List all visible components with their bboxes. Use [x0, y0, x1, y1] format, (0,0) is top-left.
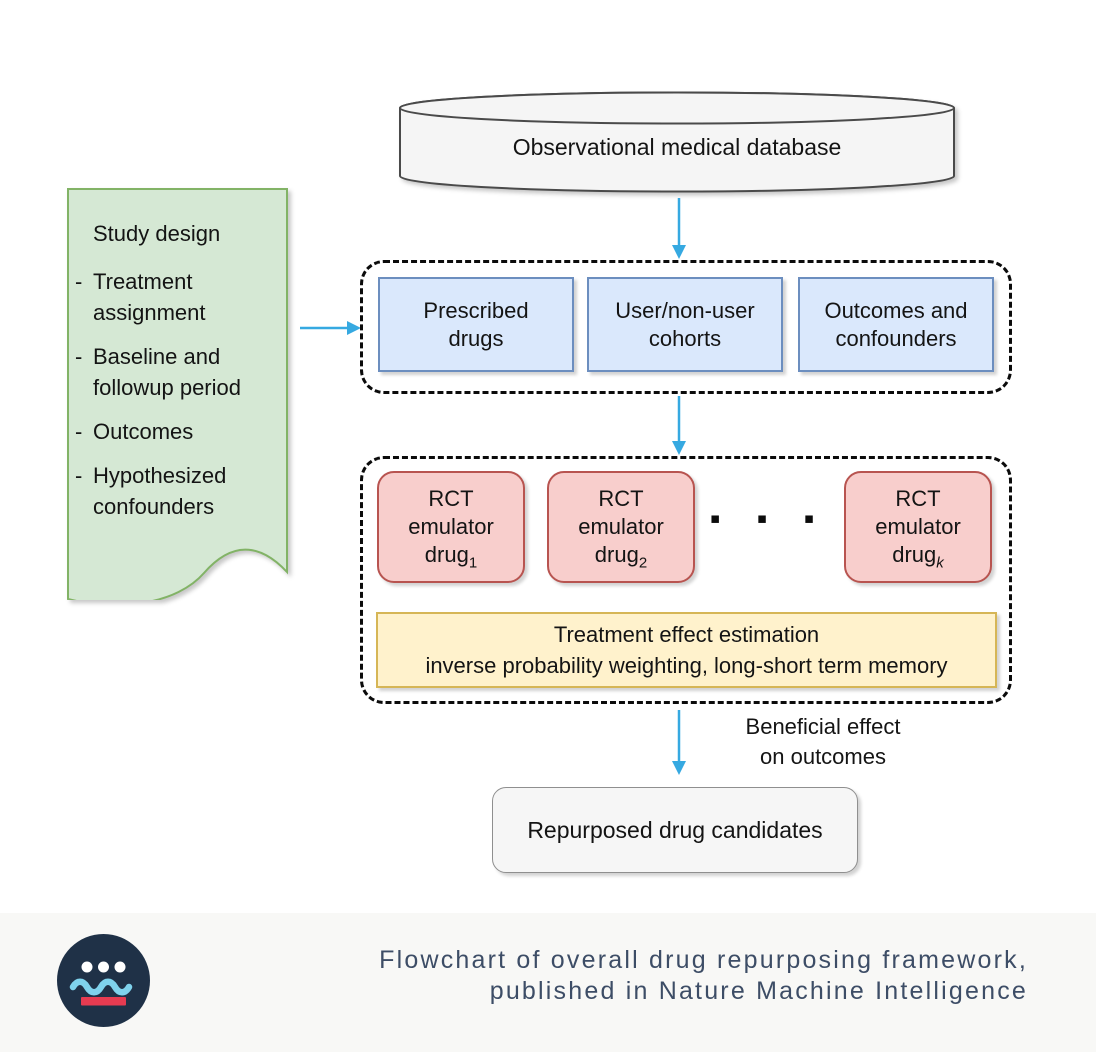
box-label-line: inverse probability weighting, long-shor… [425, 653, 948, 678]
database-cylinder: Observational medical database [398, 90, 956, 194]
box-label-line: drugs [448, 325, 504, 351]
rct-emulator-drug1-box: RCT emulator drug1 [377, 471, 525, 583]
dash-bullet: - [75, 269, 83, 294]
box-label-line: emulator [578, 514, 664, 539]
box-label-line: drugk [892, 542, 944, 572]
study-design-title: Study design [93, 221, 221, 246]
footer-caption: Flowchart of overall drug repurposing fr… [300, 945, 1028, 1007]
dash-bullet: - [75, 463, 83, 488]
beneficial-effect-label: Beneficial effect on outcomes [718, 712, 928, 772]
note-item-label: Outcomes [93, 419, 194, 444]
rct-emulator-drugk-box: RCT emulator drugk [844, 471, 992, 583]
box-label-line: Prescribed [423, 297, 529, 323]
ellipsis-dots: ▪ ▪ ▪ [709, 509, 831, 527]
box-label-line: RCT [428, 486, 474, 511]
treatment-effect-estimation-box: Treatment effect estimation inverse prob… [376, 612, 997, 688]
box-label-line: RCT [895, 486, 941, 511]
list-item: - Treatment assignment [75, 266, 280, 328]
database-cylinder-shape [399, 91, 955, 193]
footer-bar: TM Flowchart of overall drug repurposing… [0, 913, 1096, 1052]
box-label-line: drug1 [424, 542, 478, 572]
box-label-line: Treatment effect estimation [553, 622, 820, 647]
box-label-line: RCT [598, 486, 644, 511]
study-design-note [67, 188, 288, 600]
caption-line: published in Nature Machine Intelligence [489, 977, 1028, 1005]
list-item: - Hypothesized confounders [75, 460, 280, 522]
note-item-label: Hypothesized confounders [93, 463, 227, 519]
arrow-note-to-cohorts [300, 321, 361, 335]
box-label-line: cohorts [648, 325, 722, 351]
box-label-line: confounders [835, 325, 957, 351]
arrow-cohorts-to-emulators [672, 396, 686, 455]
box-label-line: drug2 [594, 542, 648, 572]
list-item: - Baseline and followup period [75, 341, 280, 403]
rct-emulator-drug2-box: RCT emulator drug2 [547, 471, 695, 583]
cohort-group-container: Prescribed drugs User/non-user cohorts O… [360, 260, 1012, 394]
caption-line: Flowchart of overall drug repurposing fr… [379, 946, 1028, 974]
prescribed-drugs-box: Prescribed drugs [378, 277, 574, 372]
note-item-label: Treatment assignment [93, 269, 206, 325]
dash-bullet: - [75, 419, 83, 444]
box-label-line: User/non-user [615, 297, 755, 323]
arrow-emulators-to-result [672, 710, 686, 775]
note-item-label: Baseline and followup period [93, 344, 241, 400]
study-design-note-text: Study design - Treatment assignment - Ba… [67, 218, 288, 535]
result-label: Repurposed drug candidates [527, 816, 823, 843]
dash-bullet: - [75, 344, 83, 369]
emulator-group-container: RCT emulator drug1 RCT emulator drug2 ▪ … [360, 456, 1012, 704]
publisher-logo-icon [57, 934, 150, 1027]
list-item: - Outcomes [75, 416, 280, 447]
outcomes-confounders-box: Outcomes and confounders [798, 277, 994, 372]
box-label-line: emulator [408, 514, 494, 539]
user-nonuser-cohorts-box: User/non-user cohorts [587, 277, 783, 372]
repurposed-drug-candidates-box: Repurposed drug candidates [492, 787, 858, 873]
arrow-database-to-cohorts [672, 198, 686, 259]
box-label-line: emulator [875, 514, 961, 539]
label-line: Beneficial effect [745, 714, 901, 739]
label-line: on outcomes [760, 744, 886, 769]
database-label: Observational medical database [512, 134, 842, 160]
box-label-line: Outcomes and [824, 297, 968, 323]
